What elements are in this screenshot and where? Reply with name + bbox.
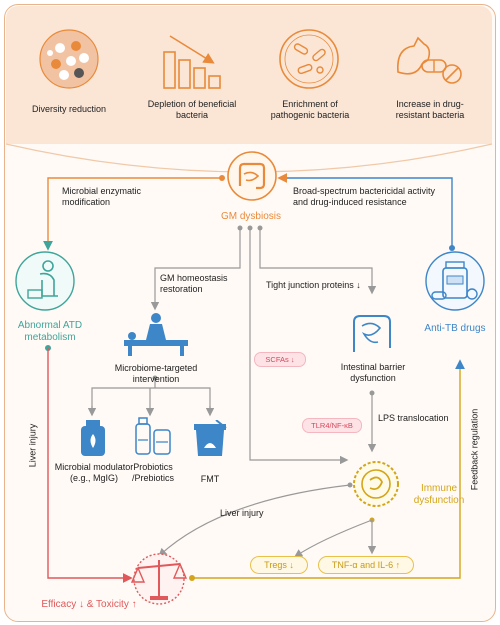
outcome-label: Efficacy ↓ & Toxicity ↑	[41, 599, 137, 610]
arrow-to-abnormal-metabolism	[43, 177, 222, 251]
antitb-label: Anti-TB drugs	[424, 323, 486, 334]
feature-depletion	[160, 30, 222, 95]
antitb-node	[424, 250, 486, 317]
bacteria-pill-resistance-icon	[397, 36, 462, 84]
feature-diversity	[38, 28, 100, 95]
probiotics-label: Probiotics /Prebiotics	[131, 462, 175, 483]
arrow-to-immune	[249, 228, 349, 465]
arrow-to-barrier	[259, 228, 377, 295]
massage-therapy-icon	[124, 313, 188, 356]
petri-dish-bacteria-icon	[279, 29, 339, 89]
microbial-modification-label: Microbial enzymatic modification	[62, 186, 142, 207]
supplement-bottle-icon	[81, 420, 105, 456]
intervention-branch	[91, 387, 211, 412]
tnf-badge: TNF-α and IL-6 ↑	[318, 556, 414, 574]
immune-node	[348, 456, 404, 517]
intestine-barrier-icon	[353, 315, 391, 352]
bactericidal-activity-label: Broad-spectrum bactericidal activity and…	[293, 186, 436, 207]
abnormal-metabolism-label: Abnormal ATD metabolism	[17, 320, 83, 343]
intervention-node	[120, 312, 192, 363]
fmt-node	[192, 419, 228, 463]
intervention-label: Microbiome-targeted intervention	[114, 363, 198, 384]
scfas-badge: SCFAs ↓	[254, 352, 306, 367]
arrow-to-intervention	[150, 228, 241, 311]
abnormal-metabolism-node	[14, 250, 76, 317]
drug-bottle-icon	[425, 251, 485, 311]
barrier-label: Intestinal barrier dysfunction	[340, 362, 406, 383]
probiotics-node	[132, 416, 174, 463]
outcome-node	[126, 552, 192, 611]
immune-label: Immune dysfunction	[413, 483, 465, 506]
arrow-abnormal-to-outcome	[47, 348, 133, 583]
immune-cell-icon	[353, 461, 399, 507]
diversity-dots-icon	[39, 29, 99, 89]
liver-injury-mid-label: Liver injury	[220, 508, 264, 518]
tlr4-badge: TLR4/NF-κB	[302, 418, 362, 433]
barrier-node	[348, 312, 396, 361]
tregs-badge: Tregs ↓	[250, 556, 308, 574]
liver-person-icon	[15, 251, 75, 311]
arrow-feedback-regulation	[192, 359, 465, 579]
intestine-icon	[227, 151, 277, 201]
fmt-container-icon	[194, 419, 227, 456]
arrow-immune-to-outcome	[158, 484, 351, 557]
feature-enrichment	[278, 28, 340, 95]
feature-diversity-label: Diversity reduction	[31, 104, 107, 114]
declining-bars-icon	[163, 35, 221, 89]
homeostasis-label: GM homeostasis restoration	[160, 273, 228, 294]
feature-enrichment-label: Enrichment of pathogenic bacteria	[270, 99, 350, 120]
modulator-label: Microbial modulator (e.g., MgIG)	[54, 462, 134, 483]
feedback-label: Feedback regulation	[469, 408, 480, 491]
feature-resistance	[392, 34, 464, 95]
liver-injury-side-label: Liver injury	[27, 423, 38, 468]
balance-scale-icon	[130, 553, 188, 605]
lps-label: LPS translocation	[378, 413, 449, 423]
fmt-label: FMT	[200, 474, 220, 484]
probiotic-bottles-icon	[135, 417, 171, 455]
feature-resistance-label: Increase in drug-resistant bacteria	[395, 99, 465, 120]
modulator-node	[78, 418, 108, 463]
gut-icon-center	[226, 150, 278, 207]
tight-junction-label: Tight junction proteins ↓	[266, 280, 361, 290]
feature-depletion-label: Depletion of beneficial bacteria	[147, 99, 237, 120]
gm-dysbiosis-label: GM dysbiosis	[220, 211, 281, 222]
arrow-from-antitb	[277, 173, 453, 248]
